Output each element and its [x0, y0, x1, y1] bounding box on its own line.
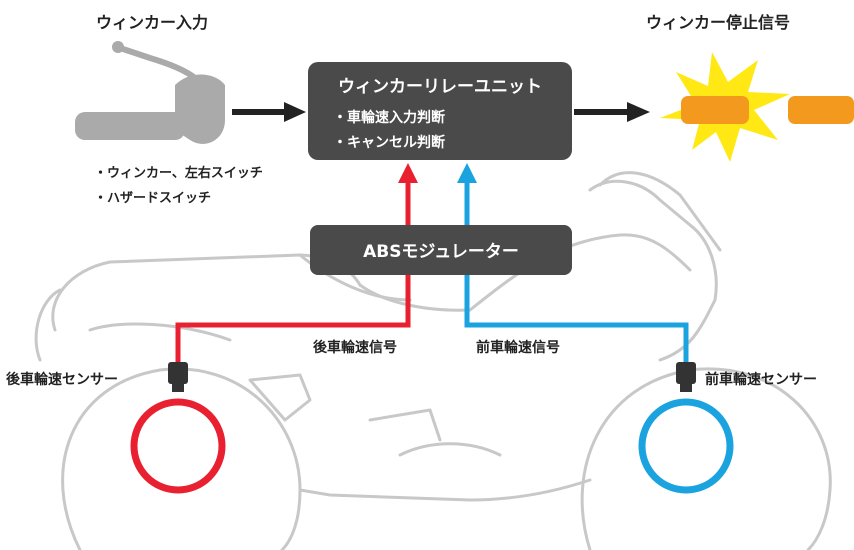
relay-function-cancel: ・キャンセル判断	[333, 134, 445, 151]
winker-lamp-right	[788, 96, 854, 124]
abs-modulator-label: ABSモジュレーター	[363, 242, 519, 262]
front-wheel-ring	[638, 398, 734, 494]
front-sensor-label: 前車輪速センサー	[705, 371, 817, 388]
rear-sensor-label: 後車輪速センサー	[6, 371, 118, 388]
winker-lamp-left	[681, 96, 749, 124]
motorcycle-outline	[34, 171, 832, 550]
rear-signal-label: 後車輪速信号	[313, 339, 397, 356]
rear-sensor-icon	[168, 362, 188, 392]
relay-function-wheel-speed: ・車輪速入力判断	[333, 109, 445, 126]
front-signal-label: 前車輪速信号	[476, 339, 560, 356]
abs-modulator-box	[310, 225, 572, 275]
rear-signal-arrowhead	[398, 163, 418, 183]
relay-unit-box	[308, 62, 572, 160]
relay-unit-title: ウィンカーリレーユニット	[338, 77, 542, 97]
input-title: ウィンカー入力	[96, 13, 208, 32]
input-switch-hazard: ・ハザードスイッチ	[94, 191, 211, 206]
output-arrow	[574, 102, 650, 122]
rear-wheel-ring	[130, 398, 226, 494]
input-arrow	[232, 102, 306, 122]
handlebar-icon	[75, 41, 225, 144]
front-sensor-icon	[676, 362, 696, 392]
input-switch-winker: ・ウィンカー、左右スイッチ	[94, 165, 263, 181]
output-title: ウィンカー停止信号	[646, 13, 790, 32]
front-signal-arrowhead	[457, 163, 477, 183]
